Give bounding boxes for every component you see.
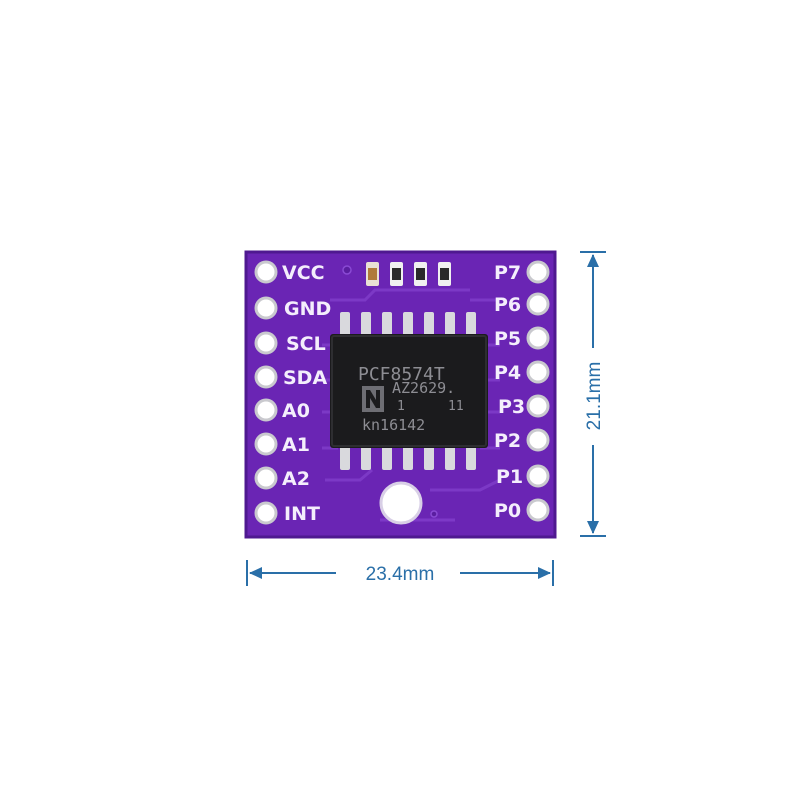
pin-pad-p0 (526, 498, 550, 522)
left-header (254, 260, 278, 525)
pin-pad-vcc (254, 260, 278, 284)
pin-pad-gnd (254, 296, 278, 320)
pin-pad-p3 (526, 394, 550, 418)
pin-label-int: INT (284, 503, 320, 525)
pin-pad-p4 (526, 360, 550, 384)
pin-label-p1: P1 (496, 466, 523, 488)
pin-label-p7: P7 (494, 262, 521, 284)
pin-label-gnd: GND (284, 298, 331, 320)
pin-pad-p5 (526, 326, 550, 350)
pin-label-p0: P0 (494, 500, 521, 522)
pcb-shade (244, 250, 557, 539)
ic-chip-body (330, 334, 488, 448)
chip-marking-part: PCF8574T (358, 364, 445, 385)
pin-label-p4: P4 (494, 362, 521, 384)
pin-label-vcc: VCC (282, 262, 325, 284)
pin-pad-a2 (254, 466, 278, 490)
ic-pins-top (340, 312, 476, 340)
chip-marking-lot: AZ2629. (392, 379, 455, 397)
smd-capacitor (366, 262, 379, 286)
height-dimension-label: 21.1mm (584, 362, 605, 431)
pin-pad-scl (254, 331, 278, 355)
pin-label-a0: A0 (282, 400, 310, 422)
pin-label-p2: P2 (494, 430, 521, 452)
pin-label-p3: P3 (498, 396, 525, 418)
pin-label-scl: SCL (286, 333, 326, 355)
pin-pad-p1 (526, 464, 550, 488)
chip-marking-line3a: 1 (397, 399, 405, 414)
pin-label-a2: A2 (282, 468, 310, 490)
pin-pad-a0 (254, 398, 278, 422)
right-header (526, 260, 550, 522)
nxp-logo-icon (362, 386, 384, 412)
pin-pad-p6 (526, 292, 550, 316)
pin-pad-p2 (526, 428, 550, 452)
pin-pad-sda (254, 365, 278, 389)
smd-resistor-1 (390, 262, 403, 286)
chip-marking-line3b: 11 (448, 399, 464, 414)
ic-pins-bottom (340, 442, 476, 470)
via (342, 265, 352, 275)
smd-resistor-2 (414, 262, 427, 286)
width-dimension-label: 23.4mm (366, 564, 435, 585)
smd-resistor-3 (438, 262, 451, 286)
pin-pad-a1 (254, 432, 278, 456)
pin-label-p5: P5 (494, 328, 521, 350)
height-dimension (580, 251, 606, 537)
pin-pad-p7 (526, 260, 550, 284)
width-dimension (246, 560, 554, 586)
chip-marking-code: kn16142 (362, 416, 425, 434)
pin-label-sda: SDA (283, 367, 327, 389)
pin-label-a1: A1 (282, 434, 310, 456)
mounting-hole (379, 481, 423, 525)
pin-pad-int (254, 501, 278, 525)
pin-label-p6: P6 (494, 294, 521, 316)
